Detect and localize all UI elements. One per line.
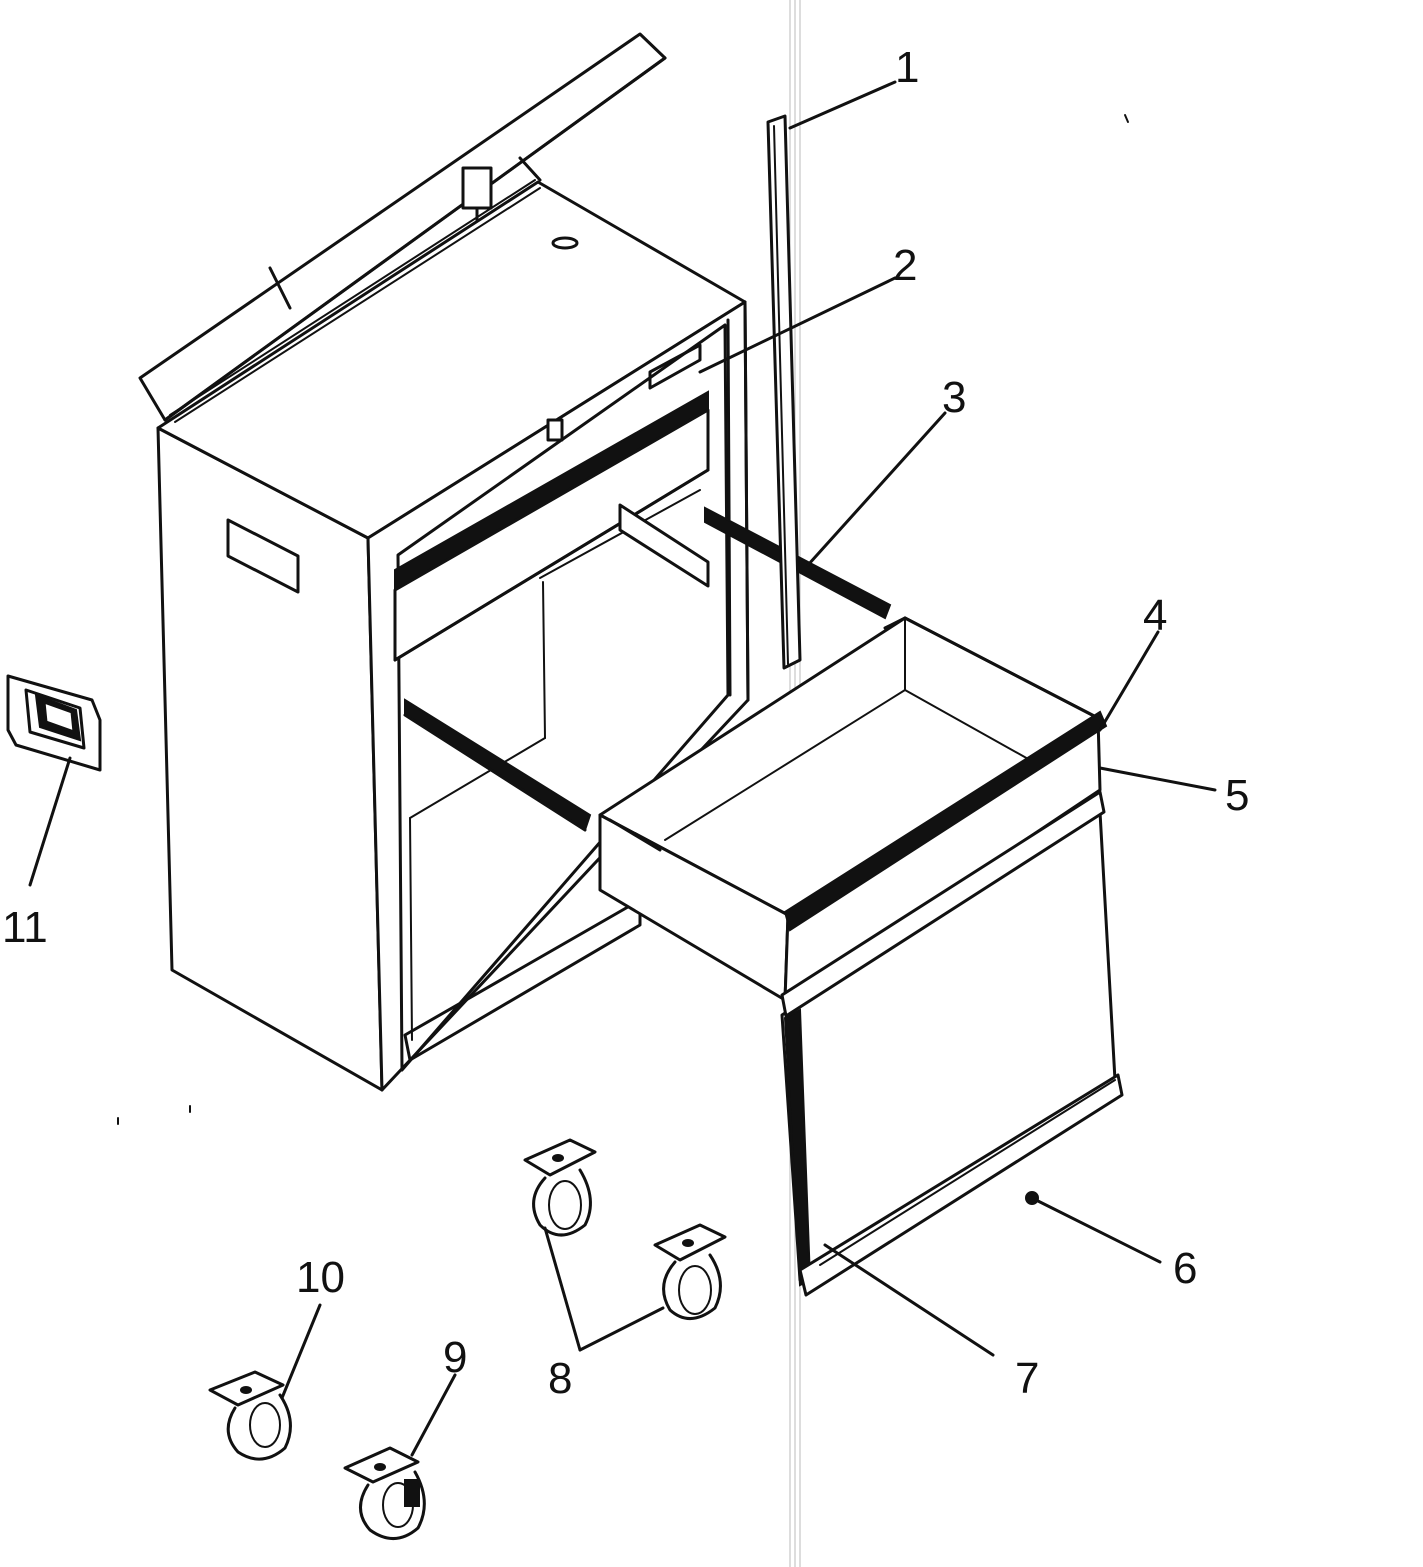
caster-9	[343, 1446, 426, 1540]
leader-7	[823, 1243, 995, 1357]
callout-5: 5	[1225, 771, 1249, 820]
part-7-drawer-front	[780, 790, 1124, 1297]
callout-3: 3	[942, 373, 966, 422]
callout-11: 11	[2, 903, 48, 952]
callout-6: 6	[1173, 1244, 1197, 1293]
leader-8b	[578, 1306, 665, 1352]
leader-lines	[28, 80, 1217, 1457]
caster-8b	[653, 1223, 727, 1320]
side-handle-recess	[226, 518, 300, 594]
caster-10	[208, 1370, 292, 1461]
lid-hasp	[461, 166, 493, 210]
leader-8a	[543, 1226, 582, 1352]
leader-3	[806, 411, 947, 567]
part-11-handle	[6, 674, 102, 772]
leader-6	[1034, 1198, 1162, 1264]
callout-2: 2	[893, 241, 917, 290]
callout-8: 8	[548, 1354, 572, 1403]
cabinet-body	[156, 180, 892, 1092]
callout-4: 4	[1143, 591, 1167, 640]
part-1-lock-bar	[766, 114, 802, 670]
caster-8a	[523, 1138, 597, 1237]
callout-labels: 1 2 3 4 5 6 7 8 9 10 11	[2, 43, 1249, 1403]
callout-1: 1	[895, 43, 919, 92]
callout-9: 9	[443, 1333, 467, 1382]
leader-10	[280, 1303, 322, 1400]
leader-5	[1098, 766, 1217, 792]
callout-7: 7	[1015, 1354, 1039, 1403]
part-6-screw	[1025, 1191, 1039, 1205]
leader-4	[1098, 630, 1160, 732]
callout-10: 10	[296, 1253, 345, 1302]
leader-2	[698, 276, 897, 374]
leader-1	[788, 80, 897, 130]
part-5-drawer	[598, 616, 1108, 1002]
leader-11	[28, 756, 72, 887]
lid	[138, 32, 667, 423]
leader-9	[410, 1373, 457, 1457]
scan-specks	[117, 114, 1129, 1125]
